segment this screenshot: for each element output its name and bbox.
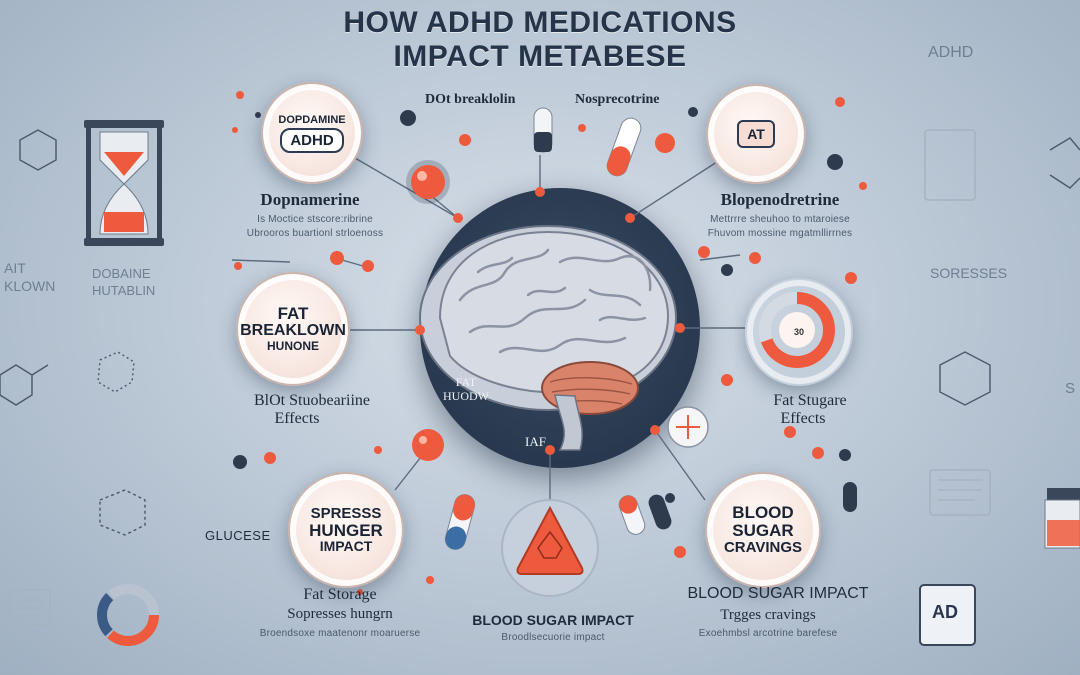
- ring-chart-icon: [759, 292, 835, 368]
- jar-icon: [1044, 488, 1080, 549]
- page-title-line-1: HOW ADHD MEDICATIONS: [343, 6, 737, 39]
- blood-sugar-impact-subtext: Broodlsecuorie impact: [501, 632, 605, 643]
- node-ring-chart[interactable]: 30: [745, 278, 853, 386]
- node-suppress-hunger[interactable]: SPRESSS HUNGER IMPACT: [288, 472, 404, 588]
- node-fat-breakdown[interactable]: FAT BREAKLOWN HUNONE: [236, 272, 350, 386]
- orb-icons: [406, 160, 450, 461]
- top-label-left: DOt breaklolin: [425, 92, 516, 107]
- bloop-subtext-1: Mettrrre sheuhoo to mtaroiese: [710, 214, 850, 225]
- dopamine-subtext-2: Ubrooros buartionl strloenoss: [246, 228, 384, 239]
- dopamine-subtext-1: Is Moctice stscore:ribrine: [257, 214, 373, 225]
- fat-storage-label: Fat Storage: [303, 586, 377, 603]
- right-ad-box-label: AD: [932, 602, 958, 622]
- blood-sugar-impact-center: BLOOD SUGAR IMPACT: [472, 612, 634, 628]
- glucose-label: GLUCESE: [205, 528, 271, 543]
- blot-effects-line-1: BlOt Stuobeariine: [254, 392, 370, 409]
- donut-chart-icon: [97, 584, 159, 646]
- node-label: CRAVINGS: [723, 538, 803, 556]
- blood-sugar-impact-right: BLOOD SUGAR IMPACT: [687, 585, 869, 602]
- right-fragment-s: S: [1065, 380, 1076, 397]
- suppresses-hunger-label: Sopresses hungrn: [287, 606, 393, 622]
- molecule-icons: [0, 129, 1080, 536]
- node-label: SPRESSS: [310, 504, 382, 522]
- node-dopamine-adhd[interactable]: DOPDAMINE ADHD: [261, 82, 363, 184]
- scatter-dots: [232, 91, 867, 595]
- hourglass-icon: [84, 120, 164, 246]
- brain-overlay-hudow: HUODW: [443, 389, 489, 403]
- brain-icon: [419, 225, 677, 451]
- ghost-panels: [9, 129, 991, 626]
- left-fragment-hutablin: HUTABLIN: [92, 283, 156, 298]
- bloop-subtext-2: Fhuvom mossine mgatmllirrnes: [707, 228, 853, 239]
- node-label: FAT: [277, 304, 309, 324]
- left-fragment-ait: AIT: [4, 260, 26, 276]
- right-fragment-soresses: SORESSES: [930, 265, 1008, 281]
- bloop-title: Blopenodretrine: [720, 190, 840, 209]
- node-label: SUGAR: [732, 521, 794, 541]
- ruler-lines: [18, 479, 982, 617]
- node-label: BLOOD: [732, 503, 794, 523]
- ring-chart-label: 30: [793, 327, 804, 337]
- node-label: HUNGER: [309, 520, 383, 540]
- page-title-line-2: IMPACT METABESE: [393, 40, 687, 73]
- at-badge: AT: [737, 120, 775, 148]
- brain-overlay-iaf: IAF: [525, 434, 546, 449]
- right-fragment-adhd: ADHD: [928, 44, 974, 61]
- left-fragment-dobaine: DOBAINE: [92, 266, 151, 281]
- node-at[interactable]: AT: [706, 84, 806, 184]
- blot-effects-line-2: Effects: [274, 410, 320, 427]
- left-fragment-klown: KLOWN: [4, 278, 56, 294]
- node-label: HUNONE: [266, 339, 319, 354]
- node-label: BREAKLOWN: [240, 322, 346, 340]
- tablet-icon: [667, 406, 709, 448]
- triggers-cravings-subtext: Exoehmbsl arcotrine barefese: [698, 628, 838, 639]
- node-label: DOPDAMINE: [278, 113, 346, 126]
- fat-storage-subtext: Broendsoxe maatenonr moaruerse: [259, 628, 421, 639]
- warning-triangle-icon: [501, 499, 599, 597]
- node-blood-sugar-cravings[interactable]: BLOOD SUGAR CRAVINGS: [705, 472, 821, 588]
- top-label-right: Nosprecotrine: [575, 92, 660, 107]
- triggers-cravings-label: Trgges cravings: [720, 607, 816, 623]
- capsule-icons: [444, 107, 857, 550]
- node-label: IMPACT: [319, 538, 373, 555]
- dopamine-title: Dopnamerine: [260, 190, 360, 209]
- brain-overlay-fat: FAT: [455, 375, 477, 389]
- fat-sugar-effects-line-1: Fat Stugare: [773, 392, 847, 409]
- adhd-badge: ADHD: [280, 127, 344, 153]
- fat-sugar-effects-line-2: Effects: [780, 410, 826, 427]
- document-icon: [919, 584, 976, 646]
